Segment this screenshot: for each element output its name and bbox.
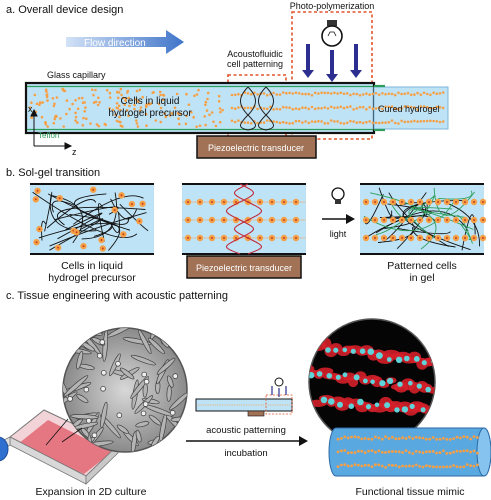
polymer-fiber: [110, 198, 138, 220]
glass-capillary-label: Glass capillary: [47, 70, 106, 80]
fluorescence-micrograph: [308, 318, 436, 446]
light-arrow: [322, 214, 355, 224]
polymer-fiber: [411, 206, 466, 218]
light-label: light: [330, 229, 347, 239]
standing-wave: [240, 86, 274, 131]
left-caption: Expansion in 2D culture: [36, 486, 147, 498]
piezo-transducer-a: [196, 135, 317, 159]
acoustofluidic-label-line1: Acoustofluidic: [227, 49, 283, 59]
polymer-fiber: [81, 192, 117, 240]
flow-direction-label: Flow direction: [84, 38, 146, 49]
polymer-fiber: [375, 210, 469, 234]
cells-in-liquid-label-line2: hydrogel precursor: [108, 108, 192, 119]
polymer-fiber: [57, 206, 146, 226]
cells-in-liquid-label-line1: Cells in liquid: [121, 96, 180, 107]
polymer-fiber: [46, 199, 97, 229]
polymer-fiber: [49, 212, 147, 247]
panel-a-title: a. Overall device design: [6, 4, 123, 16]
process-arrow: [186, 436, 308, 446]
polymer-fiber: [397, 227, 451, 235]
zoom-line-left: [61, 427, 83, 443]
polymer-fiber: [408, 209, 474, 238]
polymer-fiber: [460, 223, 471, 241]
random-cells: [28, 87, 224, 129]
polymer-fiber: [51, 200, 75, 213]
incubation-label: incubation: [224, 448, 267, 459]
piezo-transducer-b: [186, 255, 302, 279]
polymer-fiber: [49, 218, 103, 251]
panel-b-title: b. Sol-gel transition: [6, 167, 100, 179]
right-caption: Functional tissue mimic: [355, 486, 464, 498]
right-box-label-line1: Patterned cells: [387, 260, 456, 272]
flask-cap-icon: [0, 436, 9, 462]
right-box-label-line2: in gel: [409, 272, 434, 284]
light-arrows-icon: [302, 44, 362, 82]
piezo-label-b: Piezoelectric transducer: [196, 263, 292, 273]
liquid-precursor-box: [30, 183, 154, 255]
left-box-label-line2: hydrogel precursor: [48, 272, 136, 284]
patterned-cells: [230, 91, 445, 125]
acoustic-patterning-label: acoustic patterning: [206, 425, 286, 436]
polymer-fiber: [370, 192, 437, 250]
cured-hydrogel-label: Cured hydrogel: [378, 104, 440, 114]
polymer-fiber: [47, 193, 129, 225]
light-bulb-icon: [321, 20, 343, 47]
left-box-label-line1: Cells in liquid: [61, 260, 123, 272]
patterned-gel-box: [360, 183, 487, 255]
mini-device-icon: [195, 377, 293, 417]
light-bulb-small-icon: [331, 187, 345, 204]
culture-flask-icon: [0, 409, 119, 485]
panel-c-title: c. Tissue engineering with acoustic patt…: [6, 290, 228, 302]
polymer-fiber: [438, 190, 473, 200]
photo-polymerization-box: [291, 11, 373, 140]
axis-x-label: x: [28, 104, 33, 114]
acoustic-patterning-box: [182, 183, 306, 255]
flow-direction-arrow: Flow direction: [66, 30, 184, 54]
polymer-fiber: [110, 212, 120, 234]
axis-z-label: z: [72, 147, 77, 157]
teflon-label: Teflon: [38, 131, 59, 140]
zoom-line-left-2: [45, 418, 69, 446]
photo-polymerization-label: Photo-polymerization: [290, 1, 375, 11]
axis-indicator: [30, 108, 73, 150]
piezo-label-a: Piezoelectric transducer: [208, 143, 304, 153]
polymer-fiber: [41, 220, 47, 241]
polymer-fiber: [49, 194, 97, 232]
polymer-fiber: [378, 187, 393, 216]
acoustofluidic-label-line2: cell patterning: [227, 59, 283, 69]
tissue-mimic-cylinder: [328, 427, 491, 477]
